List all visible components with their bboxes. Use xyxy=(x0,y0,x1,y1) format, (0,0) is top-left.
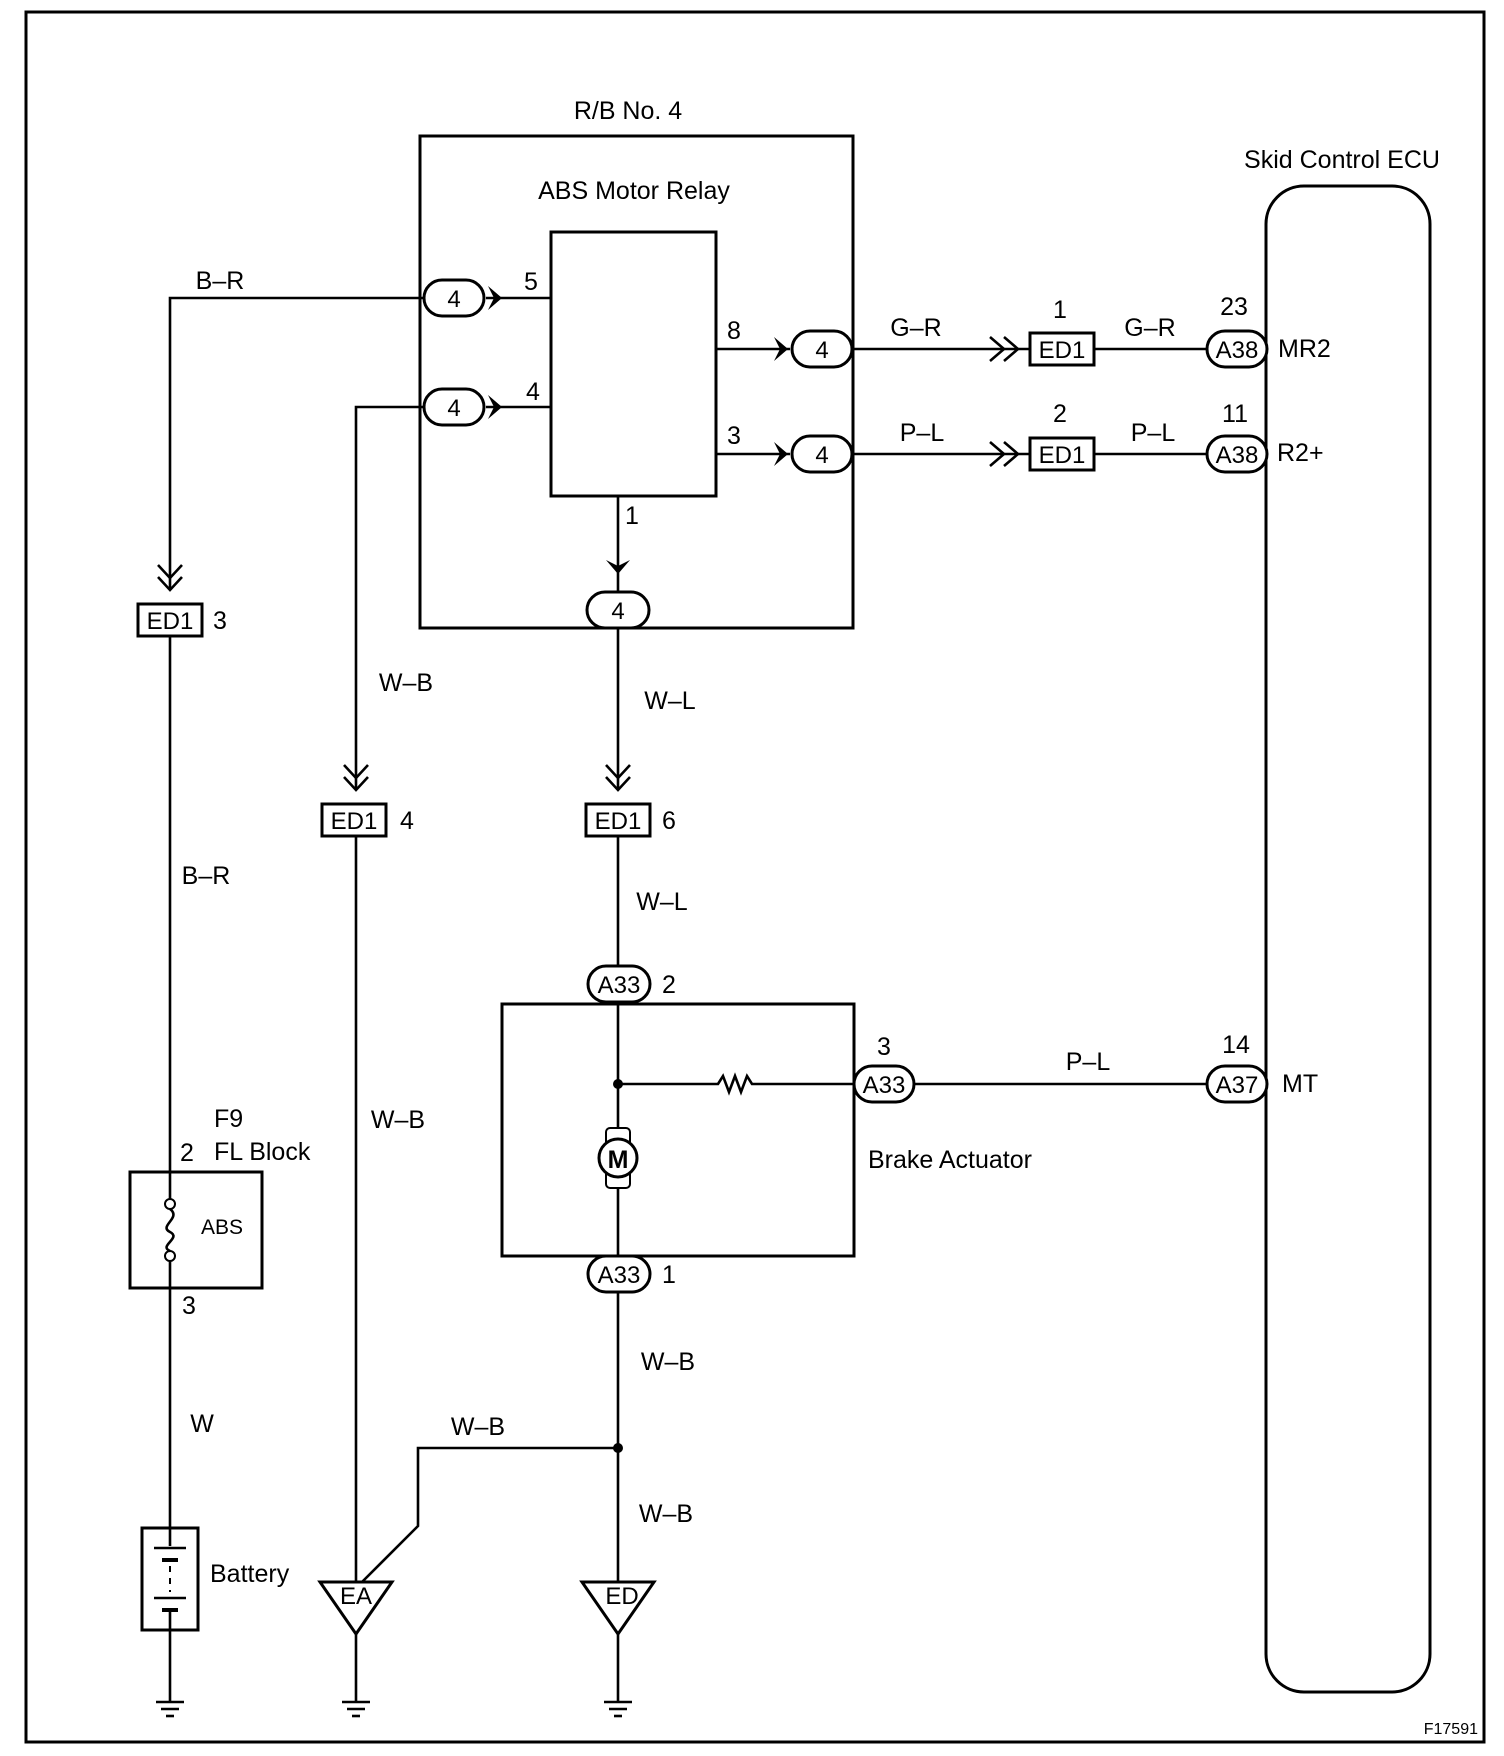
svg-text:ED1: ED1 xyxy=(331,808,378,835)
wire-label-wl-2: W–L xyxy=(636,888,688,916)
wire-label-pl-1: P–L xyxy=(900,419,945,447)
svg-text:ED1: ED1 xyxy=(147,608,194,635)
svg-text:4: 4 xyxy=(815,337,828,364)
svg-text:ED1: ED1 xyxy=(1039,442,1086,469)
ecu-outline xyxy=(1264,184,1432,1694)
wire-label-w: W xyxy=(190,1410,214,1438)
wire-label-gr-2: G–R xyxy=(1124,314,1175,342)
wire-label-pl-2: P–L xyxy=(1131,419,1176,447)
svg-text:4: 4 xyxy=(447,395,460,422)
svg-text:ED1: ED1 xyxy=(595,808,642,835)
svg-text:A38: A38 xyxy=(1216,337,1259,364)
svg-text:11: 11 xyxy=(1222,400,1248,428)
battery-circuit: W Battery xyxy=(140,1288,290,1718)
wire-br: B–R ED1 3 B–R xyxy=(136,267,424,1172)
fuse-icon xyxy=(164,1198,176,1210)
fuse-block: F9 2 FL Block ABS 3 xyxy=(128,1105,311,1320)
wire-label-pl-3: P–L xyxy=(1066,1048,1111,1076)
wire-label-wb-5: W–B xyxy=(639,1500,693,1528)
svg-text:ED: ED xyxy=(605,1583,638,1610)
svg-text:4: 4 xyxy=(815,442,828,469)
svg-text:8: 8 xyxy=(727,317,741,345)
brake-actuator: A33 2 M Brake Actuator A33 1 xyxy=(500,964,1032,1294)
svg-text:A37: A37 xyxy=(1216,1072,1259,1099)
svg-text:3: 3 xyxy=(877,1033,891,1061)
skid-control-ecu: Skid Control ECU xyxy=(1244,146,1440,1694)
svg-text:3: 3 xyxy=(727,422,741,450)
relay-title: ABS Motor Relay xyxy=(538,177,730,205)
relay-pin-8: 8 4 xyxy=(716,317,854,369)
svg-text:2: 2 xyxy=(662,971,676,999)
ground-icon-battery xyxy=(156,1700,184,1718)
wire-label-wl-1: W–L xyxy=(644,687,696,715)
svg-text:6: 6 xyxy=(662,807,676,835)
wire-label-gr-1: G–R xyxy=(890,314,941,342)
fuse-label: ABS xyxy=(201,1216,243,1239)
wire-label-wb-2: W–B xyxy=(371,1106,425,1134)
svg-text:4: 4 xyxy=(611,598,624,625)
wire-label-wb-3: W–B xyxy=(451,1413,505,1441)
wire-wl: W–L ED1 6 W–L xyxy=(584,628,696,966)
wire-label-br-2: B–R xyxy=(182,862,231,890)
svg-text:4: 4 xyxy=(526,378,540,406)
wire-label-br-1: B–R xyxy=(196,267,245,295)
ground-point-ed xyxy=(579,1580,657,1637)
ground-icon-ea xyxy=(342,1700,370,1718)
ecu-terminal-mr2: MR2 xyxy=(1278,335,1331,363)
relay-block: R/B No. 4 ABS Motor Relay 5 4 4 4 8 4 xyxy=(418,97,855,630)
fuse-block-name: F9 xyxy=(214,1105,243,1133)
wire-label-wb-4: W–B xyxy=(641,1348,695,1376)
svg-text:14: 14 xyxy=(1222,1031,1250,1059)
ecu-terminal-r2plus: R2+ xyxy=(1277,439,1324,467)
svg-text:23: 23 xyxy=(1220,293,1248,321)
svg-text:M: M xyxy=(608,1146,629,1174)
svg-text:2: 2 xyxy=(1053,400,1067,428)
actuator-title: Brake Actuator xyxy=(868,1146,1032,1174)
svg-text:ED1: ED1 xyxy=(1039,337,1086,364)
svg-text:3: 3 xyxy=(213,607,227,635)
resistor-icon xyxy=(618,1072,854,1096)
wire-pl-r2plus: P–L ED1 2 P–L A38 11 R2+ xyxy=(852,400,1324,474)
svg-text:A33: A33 xyxy=(598,972,641,999)
svg-text:1: 1 xyxy=(625,502,639,530)
wire-wb-ed: W–B W–B ED xyxy=(579,1292,695,1718)
svg-text:2: 2 xyxy=(180,1139,194,1167)
fuse-block-title: FL Block xyxy=(214,1138,311,1166)
battery-label: Battery xyxy=(210,1560,290,1588)
svg-text:3: 3 xyxy=(182,1292,196,1320)
relay-block-title: R/B No. 4 xyxy=(574,97,682,125)
relay-pin-4: 4 4 xyxy=(422,378,551,427)
wire-wb-ea: W–B ED1 4 W–B EA W–B xyxy=(317,405,623,1718)
svg-text:4: 4 xyxy=(447,286,460,313)
wire-pl-mt: A33 3 P–L A37 14 MT xyxy=(852,1031,1318,1104)
relay-coil-box xyxy=(549,230,718,498)
svg-text:4: 4 xyxy=(400,807,414,835)
relay-pin-5: 5 4 xyxy=(422,268,551,318)
svg-text:A38: A38 xyxy=(1216,442,1259,469)
svg-text:1: 1 xyxy=(662,1261,676,1289)
wire-gr-mr2: G–R ED1 1 G–R A38 23 MR2 xyxy=(852,293,1331,369)
svg-text:A33: A33 xyxy=(598,1262,641,1289)
diagram-border xyxy=(24,10,1486,1744)
wire-label-wb-1: W–B xyxy=(379,669,433,697)
ecu-terminal-mt: MT xyxy=(1282,1070,1318,1098)
relay-block-outline xyxy=(418,134,855,630)
figure-id: F17591 xyxy=(1424,1721,1478,1738)
ground-point-ea xyxy=(317,1580,395,1637)
svg-text:EA: EA xyxy=(340,1583,372,1610)
actuator-outline xyxy=(500,1002,856,1258)
relay-pin-1: 1 4 xyxy=(585,496,651,630)
svg-text:A33: A33 xyxy=(863,1072,906,1099)
motor-icon xyxy=(597,1137,639,1179)
ground-icon-ed xyxy=(604,1700,632,1718)
svg-text:5: 5 xyxy=(524,268,538,296)
relay-pin-3: 3 4 xyxy=(716,422,854,474)
ecu-title: Skid Control ECU xyxy=(1244,146,1440,174)
svg-text:1: 1 xyxy=(1053,296,1067,324)
